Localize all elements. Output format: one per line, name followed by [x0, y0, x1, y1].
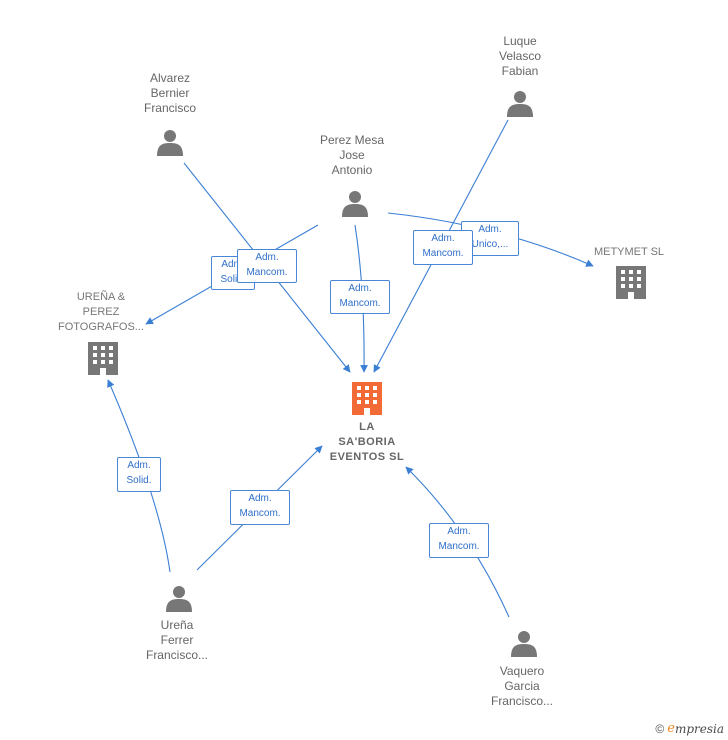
node-label-luque[interactable]: Luque Velasco Fabian [498, 34, 542, 78]
edge-label-luque-main: Adm. Mancom. [413, 230, 473, 265]
edge-label-urena-ferrer-main: Adm. Mancom. [230, 490, 290, 525]
node-label-urena-perez[interactable]: UREÑA & PEREZ FOTOGRAFOS... [58, 291, 144, 333]
brand-logo-initial: e [667, 721, 675, 736]
person-icon[interactable] [511, 631, 537, 657]
person-icon[interactable] [166, 586, 192, 612]
person-icon[interactable] [157, 130, 183, 156]
person-icon[interactable] [342, 191, 368, 217]
node-label-main-company[interactable]: LA SA'BORIA EVENTOS SL [329, 421, 405, 463]
building-icon[interactable] [616, 266, 646, 299]
brand-logo-text: mpresia [674, 721, 724, 736]
node-label-alvarez[interactable]: Alvarez Bernier Francisco [143, 71, 196, 115]
node-label-vaquero[interactable]: Vaquero Garcia Francisco... [490, 664, 553, 708]
node-label-metymet[interactable]: METYMET SL [593, 246, 665, 258]
node-label-urena-ferrer[interactable]: Ureña Ferrer Francisco... [145, 618, 208, 662]
edge-label-vaquero-main: Adm. Mancom. [429, 523, 489, 558]
person-icon[interactable] [507, 91, 533, 117]
main-building-icon[interactable] [352, 382, 382, 415]
edge-label-perez-main: Adm. Mancom. [330, 280, 390, 314]
copyright-symbol: © [655, 721, 665, 736]
building-icon[interactable] [88, 342, 118, 375]
node-label-perez-mesa[interactable]: Perez Mesa Jose Antonio [319, 133, 385, 177]
edge-label-alvarez-main: Adm. Mancom. [237, 249, 297, 283]
edge-label-urena-ferrer-urena-perez: Adm. Solid. [117, 457, 161, 492]
